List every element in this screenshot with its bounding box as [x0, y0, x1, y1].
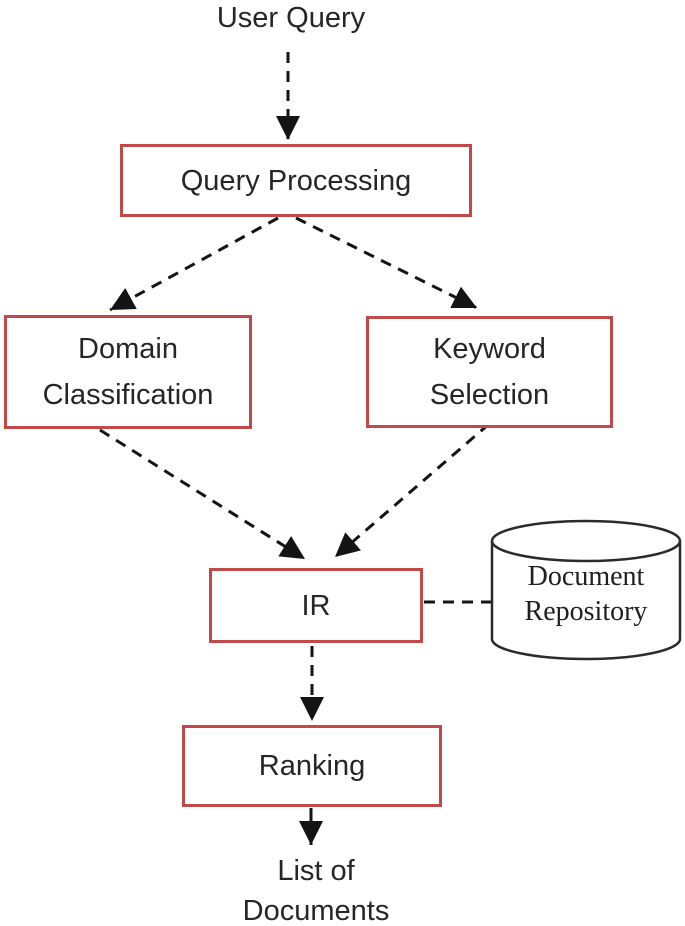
document-repository-line1: Document [527, 561, 645, 592]
label-document-repository: Document Repository [492, 559, 680, 629]
list-of-documents-line2: Documents [242, 895, 390, 926]
document-repository-cylinder [490, 519, 682, 661]
keyword-selection-line2: Selection [429, 379, 550, 411]
arrow-query-processing-to-domain-classification [109, 216, 279, 312]
ir-text: IR [301, 589, 331, 622]
label-user-query: User Query [141, 0, 441, 38]
domain-classification-line2: Classification [42, 379, 214, 411]
keyword-selection-line1: Keyword [433, 333, 546, 365]
node-keyword-selection: Keyword Selection [366, 316, 613, 428]
user-query-text: User Query [216, 2, 366, 34]
list-of-documents-line1: List of [277, 855, 355, 887]
node-query-processing: Query Processing [120, 144, 472, 217]
node-domain-classification: Domain Classification [4, 315, 252, 429]
arrow-keyword-selection-to-ir [334, 422, 490, 559]
query-processing-text: Query Processing [180, 164, 412, 197]
domain-classification-line1: Domain [78, 333, 178, 365]
node-ranking: Ranking [182, 725, 442, 807]
arrow-domain-classification-to-ir [99, 428, 306, 561]
cylinder-body [490, 541, 682, 661]
node-ir: IR [209, 568, 423, 643]
arrow-query-processing-to-keyword-selection [295, 216, 478, 310]
cylinder-top [490, 519, 682, 563]
label-list-of-documents: List of Documents [166, 851, 466, 926]
ranking-text: Ranking [258, 750, 366, 782]
document-repository-line2: Repository [524, 596, 648, 627]
